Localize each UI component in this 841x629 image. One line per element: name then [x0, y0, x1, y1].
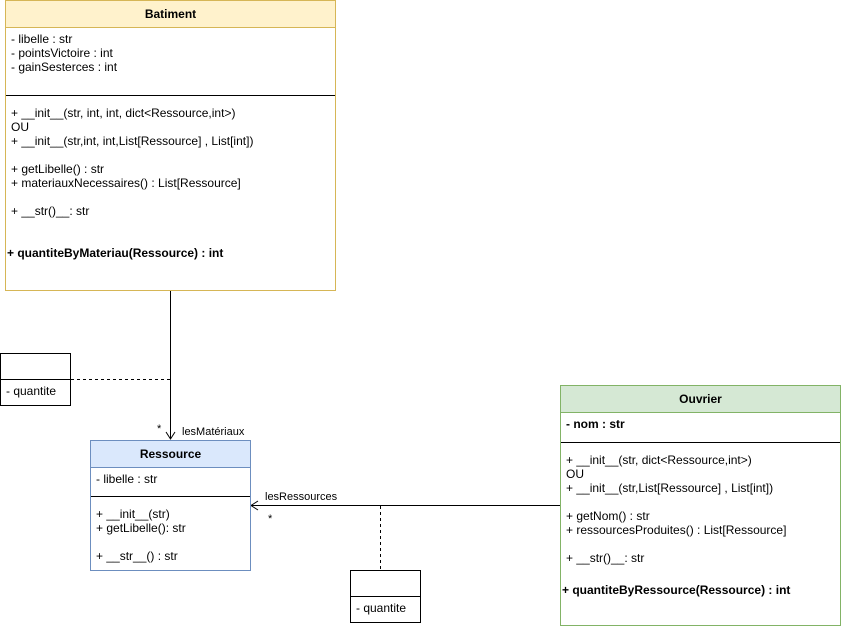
arrowhead-ressource-top	[165, 431, 176, 440]
class-ressource-title: Ressource	[91, 441, 250, 468]
role-label: lesMatériaux	[182, 426, 245, 438]
association-class-name	[351, 571, 420, 597]
method: + quantiteByRessource(Ressource) : int	[562, 583, 791, 597]
method: + __init__(str)	[96, 507, 170, 521]
class-ouvrier-attributes: - nom : str	[561, 413, 840, 443]
attribute: - pointsVictoire : int	[11, 46, 113, 60]
association-class-batiment-ressource[interactable]: - quantite	[0, 353, 71, 406]
method: + __init__(str,int, int,List[Ressource] …	[11, 134, 254, 148]
method: + __init__(str, int, int, dict<Ressource…	[11, 106, 236, 120]
method: + __init__(str,List[Ressource] , List[in…	[566, 481, 774, 495]
class-batiment-methods: + __init__(str, int, int, dict<Ressource…	[6, 96, 335, 260]
method: + __init__(str, dict<Ressource,int>)	[566, 453, 752, 467]
method: + ressourcesProduites() : List[Ressource…	[566, 523, 787, 537]
multiplicity-label: *	[268, 513, 273, 525]
class-batiment-title: Batiment	[6, 1, 335, 28]
class-ouvrier-title: Ouvrier	[561, 386, 840, 413]
class-batiment[interactable]: Batiment - libelle : str - pointsVictoir…	[5, 0, 336, 291]
association-class-ouvrier-ressource[interactable]: - quantite	[350, 570, 421, 623]
method: + getNom() : str	[566, 509, 650, 523]
method: + quantiteByMateriau(Ressource) : int	[7, 246, 224, 260]
association-class-attribute: - quantite	[356, 601, 407, 615]
method: + getLibelle() : str	[11, 162, 105, 176]
arrowhead-ressource-right	[250, 500, 259, 511]
role-label: lesRessources	[265, 491, 338, 503]
class-ressource-attributes: - libelle : str	[91, 468, 250, 497]
attribute: - nom : str	[566, 417, 625, 431]
method: + __str()__: str	[11, 204, 90, 218]
class-ouvrier-methods: + __init__(str, dict<Ressource,int>) OU …	[561, 443, 840, 597]
association-class-name	[1, 354, 70, 380]
association-class-attribute: - quantite	[6, 384, 57, 398]
multiplicity-label: *	[157, 423, 162, 435]
method-separator: OU	[566, 467, 584, 481]
method: + materiauxNecessaires() : List[Ressourc…	[11, 176, 241, 190]
method: + __str__() : str	[96, 549, 178, 563]
method: + __str()__: str	[566, 551, 645, 565]
class-ressource[interactable]: Ressource - libelle : str + __init__(str…	[90, 440, 251, 571]
attribute: - libelle : str	[96, 472, 158, 486]
class-batiment-attributes: - libelle : str - pointsVictoire : int -…	[6, 28, 335, 96]
class-ressource-methods: + __init__(str) + getLibelle(): str + __…	[91, 497, 250, 563]
attribute: - gainSesterces : int	[11, 60, 118, 74]
method-separator: OU	[11, 120, 29, 134]
attribute: - libelle : str	[11, 32, 73, 46]
method: + getLibelle(): str	[96, 521, 186, 535]
class-ouvrier[interactable]: Ouvrier - nom : str + __init__(str, dict…	[560, 385, 841, 626]
